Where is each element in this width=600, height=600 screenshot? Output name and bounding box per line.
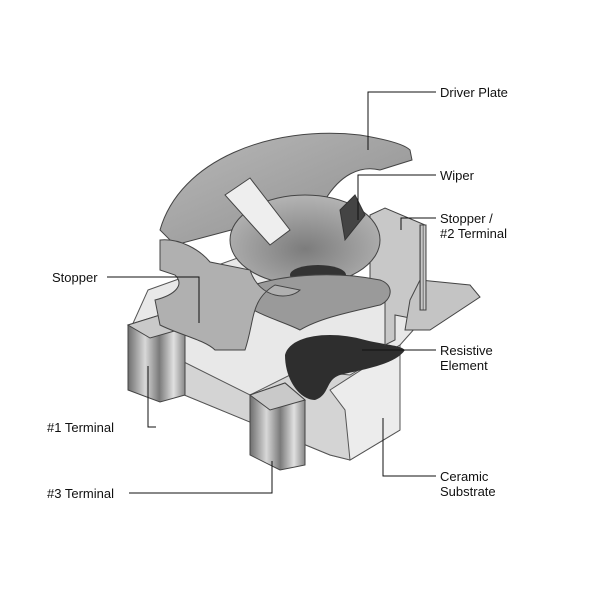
label-wiper: Wiper (440, 168, 474, 183)
label-line: Ceramic (440, 469, 489, 484)
label-ceramic-substrate: Ceramic Substrate (440, 469, 496, 499)
label-line: Stopper / (440, 211, 493, 226)
terminal-3 (248, 382, 307, 471)
resistive-element (285, 335, 405, 400)
label-resistive-element: Resistive Element (440, 343, 493, 373)
stopper (154, 239, 302, 351)
stopper-2-terminal (369, 207, 481, 346)
leader-lines (107, 91, 436, 494)
label-line: Element (440, 358, 488, 373)
label-stopper-2-terminal: Stopper / #2 Terminal (440, 211, 507, 241)
label-driver-plate: Driver Plate (440, 85, 508, 100)
label-line: Substrate (440, 484, 496, 499)
label-stopper: Stopper (52, 270, 98, 285)
label-terminal-3: #3 Terminal (47, 486, 114, 501)
label-line: Resistive (440, 343, 493, 358)
label-line: #2 Terminal (440, 226, 507, 241)
label-terminal-1: #1 Terminal (47, 420, 114, 435)
